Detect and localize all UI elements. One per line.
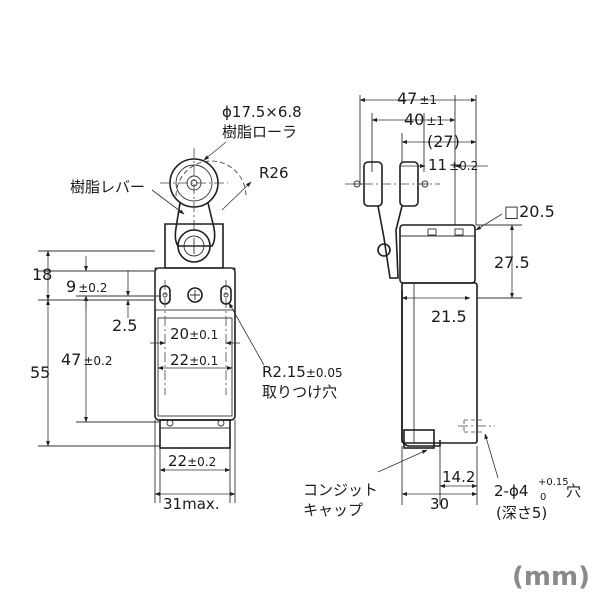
conduit-line1: コンジット [303, 481, 378, 499]
dim-9-label: 9±0.2 [66, 277, 107, 296]
side-head [399, 224, 476, 284]
dim-22-inner-label: 22±0.1 [170, 351, 218, 369]
dim-20-label: 20±0.1 [170, 325, 218, 343]
side-dim-27-label: (27) [427, 132, 460, 151]
side-dim-11-label: 11±0.2 [428, 156, 478, 174]
hole-callout: 2-ϕ4 [494, 482, 528, 500]
dim-21-5-label: 21.5 [431, 307, 467, 326]
dim-47-label: 47±0.2 [61, 350, 113, 369]
side-dim-47-label: 47±1 [397, 89, 437, 108]
side-lever [377, 205, 403, 279]
switch-body [154, 267, 236, 449]
front-view: 18 9±0.2 2.5 55 47±0.2 20±0.1 22±0.1 R2.… [30, 103, 343, 513]
side-rollers [345, 161, 440, 207]
square-label: □20.5 [504, 202, 555, 221]
radius-label: R26 [259, 164, 289, 182]
lever-arm [160, 148, 228, 247]
unit-label: (mm) [512, 562, 590, 592]
side-view: 47±1 40±1 (27) 11±0.2 [303, 89, 581, 522]
roller-size-label: ϕ17.5×6.8 [222, 103, 302, 121]
dim-22-bottom-label: 22±0.2 [168, 452, 216, 470]
hole-depth: (深さ5) [496, 504, 547, 522]
roller-material-label: 樹脂ローラ [222, 123, 297, 141]
lever-label: 樹脂レバー [70, 178, 145, 196]
hole-tol-lower: 0 [540, 492, 546, 503]
hole-label: 取りつけ穴 [262, 383, 337, 401]
dim-31-label: 31max. [163, 495, 220, 513]
conduit-line2: キャップ [303, 501, 363, 519]
dim-14-2-label: 14.2 [442, 468, 475, 486]
hole-suffix: 穴 [566, 482, 581, 500]
hole-tol-upper: +0.15 [538, 477, 569, 488]
dim-2-5-label: 2.5 [112, 316, 137, 335]
side-body [401, 282, 495, 449]
dim-55-label: 55 [30, 363, 50, 382]
side-dim-40-label: 40±1 [404, 110, 444, 129]
dim-27-5-label: 27.5 [494, 253, 530, 272]
hole-radius-label: R2.15±0.05 [262, 363, 343, 381]
dim-30-label: 30 [430, 495, 449, 513]
dim-18-label: 18 [32, 265, 52, 284]
